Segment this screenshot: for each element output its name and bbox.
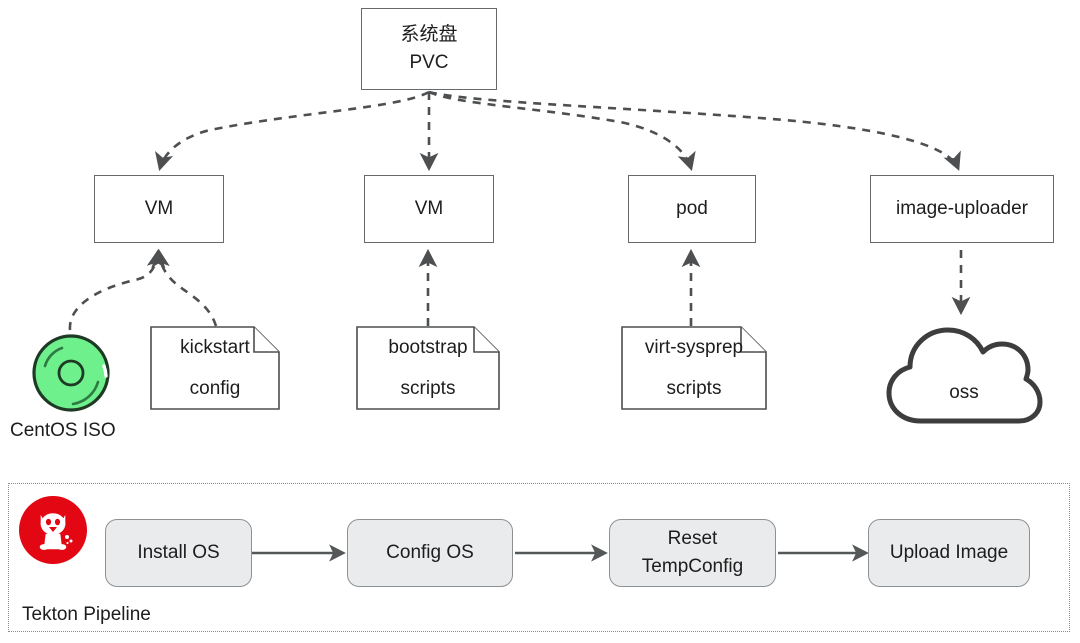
node-kickstart-config[interactable]: kickstart config [150,326,280,410]
vm-2-label: VM [414,198,444,220]
install-os-line1: Install OS [137,541,220,563]
bootstrap-line1: bootstrap [388,336,468,358]
source-edges [68,248,971,331]
oss-label: oss [949,382,979,403]
document-shape-icon [356,326,500,410]
node-centos-iso[interactable] [28,330,114,416]
edge-pvc-to-vm1 [155,90,430,172]
virt-sysprep-line2: scripts [666,377,722,399]
config-os-line1: Config OS [386,541,474,563]
node-virt-sysprep-scripts[interactable]: virt-sysprep scripts [621,326,767,410]
cd-disc-icon [32,334,110,412]
virt-sysprep-line1: virt-sysprep [644,336,744,358]
pipeline-step-upload-image[interactable]: Upload Image [868,519,1030,587]
upload-image-line1: Upload Image [889,541,1009,563]
edge-iso-to-vm1 [68,248,166,331]
node-image-uploader[interactable]: image-uploader [870,175,1054,243]
cloud-icon [886,327,1043,424]
node-pod[interactable]: pod [628,175,756,243]
reset-tempconfig-line2: TempConfig [641,556,744,577]
edge-kickstart-to-vm1 [151,248,218,327]
image-uploader-label: image-uploader [895,198,1029,220]
document-shape-icon [150,326,280,410]
document-shape-icon [621,326,767,410]
node-bootstrap-scripts[interactable]: bootstrap scripts [356,326,500,410]
node-vm-1[interactable]: VM [94,175,224,243]
edge-pvc-to-uploader [428,90,961,171]
tekton-logo-icon [19,496,87,564]
kickstart-line2: config [189,377,241,399]
pvc-label-line2: PVC [409,52,449,73]
vm-1-label: VM [144,198,174,220]
node-system-disk-pvc[interactable]: 系统盘 PVC [361,8,497,90]
pipeline-step-reset-tempconfig[interactable]: Reset TempConfig [609,519,776,587]
pipeline-step-config-os[interactable]: Config OS [347,519,513,587]
node-oss-cloud[interactable]: oss [885,320,1043,428]
kickstart-line1: kickstart [180,336,250,358]
tekton-pipeline-container [8,483,1070,632]
pvc-label-line1: 系统盘 [400,24,458,46]
reset-tempconfig-line1: Reset [667,527,718,549]
pvc-fanout-edges [155,90,961,172]
tekton-cat-mascot-icon [39,513,73,550]
pod-label: pod [676,198,708,220]
pipeline-step-install-os[interactable]: Install OS [105,519,252,587]
node-vm-2[interactable]: VM [364,175,494,243]
tekton-pipeline-caption: Tekton Pipeline [22,604,151,625]
centos-iso-label: CentOS ISO [10,420,116,441]
edge-pvc-to-pod [428,90,696,171]
bootstrap-line2: scripts [400,377,456,399]
